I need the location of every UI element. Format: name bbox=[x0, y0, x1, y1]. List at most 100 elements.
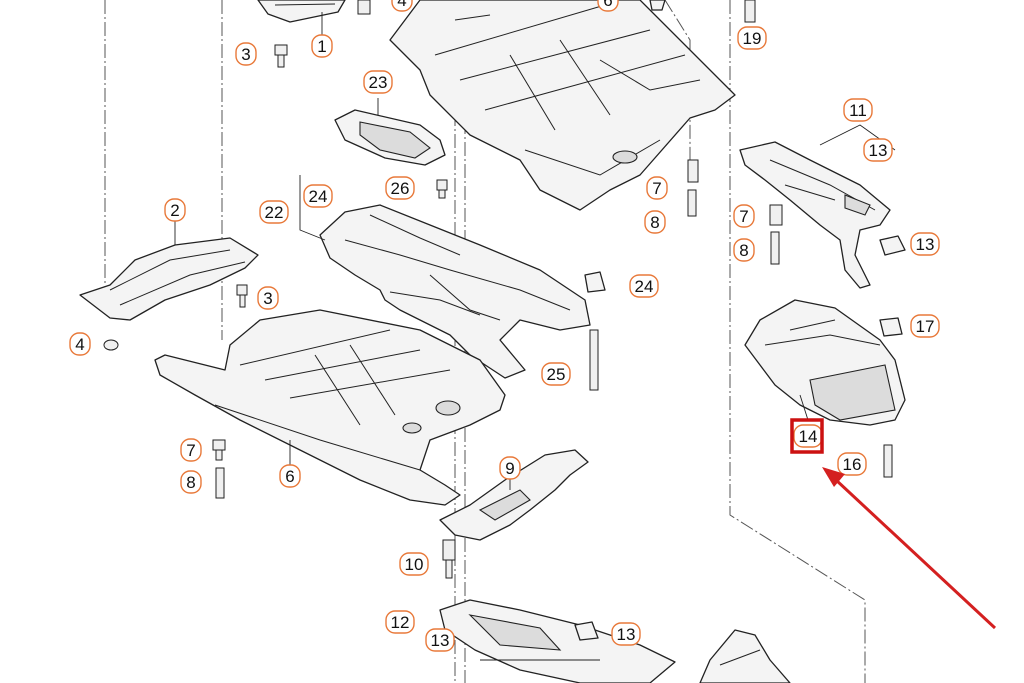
callout-10: 10 bbox=[399, 552, 429, 576]
callout-number: 23 bbox=[369, 73, 388, 92]
callout-8b: 8 bbox=[180, 470, 202, 494]
callout-number: 13 bbox=[916, 235, 935, 254]
callout-24b: 24 bbox=[629, 274, 659, 298]
callout-7c: 7 bbox=[733, 204, 755, 228]
callout-bubble bbox=[180, 470, 202, 494]
red-arrow-line bbox=[834, 478, 997, 630]
callout-bubble bbox=[910, 314, 940, 338]
callout-number: 12 bbox=[391, 613, 410, 632]
bottom-right-partial-part bbox=[699, 629, 791, 683]
callout-16: 16 bbox=[837, 452, 867, 476]
callout-number: 13 bbox=[617, 625, 636, 644]
callout-bubble bbox=[399, 552, 429, 576]
callout-number: 10 bbox=[405, 555, 424, 574]
part-12-bottom-bracket bbox=[439, 599, 676, 683]
callout-8a: 8 bbox=[644, 210, 666, 234]
callout-number: 3 bbox=[241, 45, 250, 64]
part-22-center-underbody-panel bbox=[299, 175, 591, 379]
callout-4top: 4 bbox=[391, 0, 413, 12]
callout-7b: 7 bbox=[180, 438, 202, 462]
callout-13d: 13 bbox=[611, 622, 641, 646]
callout-number: 22 bbox=[265, 203, 284, 222]
callout-number: 13 bbox=[869, 141, 888, 160]
callout-bubble bbox=[279, 464, 301, 488]
callout-number: 8 bbox=[186, 473, 195, 492]
callout-23: 23 bbox=[363, 70, 393, 94]
callout-11: 11 bbox=[843, 98, 873, 122]
callout-number: 6 bbox=[603, 0, 612, 10]
callout-14: 14 bbox=[793, 424, 823, 448]
callout-number: 3 bbox=[263, 289, 272, 308]
callout-bubble bbox=[644, 210, 666, 234]
fasteners bbox=[103, 0, 893, 579]
part-6-upper-underbody-panel bbox=[389, 0, 736, 211]
callout-bubble bbox=[646, 176, 668, 200]
callout-13a: 13 bbox=[863, 138, 893, 162]
callout-17: 17 bbox=[910, 314, 940, 338]
callout-number: 7 bbox=[739, 207, 748, 226]
callout-3a: 3 bbox=[235, 42, 257, 66]
callout-24a: 24 bbox=[303, 184, 333, 208]
part-11-side-panel bbox=[739, 124, 896, 289]
callout-8c: 8 bbox=[733, 238, 755, 262]
clip-parts bbox=[574, 0, 906, 641]
callout-bubble bbox=[303, 184, 333, 208]
callout-number: 24 bbox=[309, 187, 328, 206]
callout-4: 4 bbox=[69, 332, 91, 356]
callout-bubble bbox=[733, 204, 755, 228]
callout-number: 25 bbox=[547, 365, 566, 384]
callout-number: 4 bbox=[75, 335, 84, 354]
callout-bubble bbox=[425, 628, 455, 652]
callout-number: 8 bbox=[739, 241, 748, 260]
callout-number: 13 bbox=[431, 631, 450, 650]
callout-bubble bbox=[235, 42, 257, 66]
callout-bubble bbox=[863, 138, 893, 162]
callout-19: 19 bbox=[737, 26, 767, 50]
callout-bubble bbox=[363, 70, 393, 94]
callout-bubble bbox=[910, 232, 940, 256]
callout-bubble bbox=[311, 34, 333, 58]
callout-6: 6 bbox=[279, 464, 301, 488]
callout-2: 2 bbox=[164, 198, 186, 222]
callout-bubble bbox=[843, 98, 873, 122]
red-arrow-head bbox=[822, 467, 845, 487]
part-2-side-bracket bbox=[79, 218, 259, 321]
part-23-insulator bbox=[334, 98, 446, 166]
callout-bubble bbox=[391, 0, 413, 12]
callout-bubble bbox=[257, 286, 279, 310]
callout-25: 25 bbox=[541, 362, 571, 386]
callout-bubble bbox=[164, 198, 186, 222]
callout-bubble bbox=[259, 200, 289, 224]
callout-bubble bbox=[837, 452, 867, 476]
callout-6top: 6 bbox=[597, 0, 619, 12]
callout-22: 22 bbox=[259, 200, 289, 224]
callout-13c: 13 bbox=[425, 628, 455, 652]
callout-bubble bbox=[385, 610, 415, 634]
callout-number: 1 bbox=[317, 37, 326, 56]
callout-bubble bbox=[597, 0, 619, 12]
callout-number: 7 bbox=[186, 441, 195, 460]
part-9-center-bracket bbox=[439, 449, 589, 541]
callout-bubble bbox=[385, 176, 415, 200]
callout-bubble bbox=[69, 332, 91, 356]
highlight-annotation bbox=[790, 418, 997, 630]
callout-1a: 1 bbox=[311, 34, 333, 58]
callout-number: 26 bbox=[391, 179, 410, 198]
callout-bubble bbox=[737, 26, 767, 50]
callout-number: 7 bbox=[652, 179, 661, 198]
callout-13b: 13 bbox=[910, 232, 940, 256]
callout-bubble bbox=[733, 238, 755, 262]
part-14-highlight-box bbox=[790, 418, 824, 454]
callout-bubble bbox=[499, 456, 521, 480]
part-1-bracket bbox=[257, 0, 346, 40]
callout-bubble bbox=[180, 438, 202, 462]
callout-number: 11 bbox=[849, 101, 867, 120]
callout-number: 8 bbox=[650, 213, 659, 232]
callout-bubble bbox=[629, 274, 659, 298]
callout-bubble bbox=[541, 362, 571, 386]
callout-9: 9 bbox=[499, 456, 521, 480]
part-6-lower-underbody-panel bbox=[154, 309, 506, 506]
callout-bubble bbox=[611, 622, 641, 646]
